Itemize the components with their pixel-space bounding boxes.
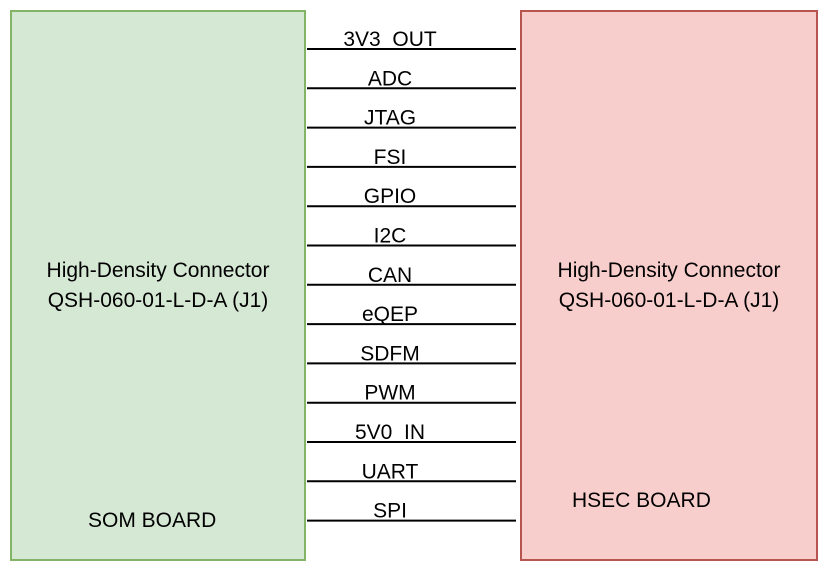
som-connector-label: High-Density Connector QSH-060-01-L-D-A … xyxy=(12,256,304,316)
signal-label-sdfm: SDFM xyxy=(360,342,420,365)
hsec-board: High-Density Connector QSH-060-01-L-D-A … xyxy=(520,10,818,561)
signal-label-uart: UART xyxy=(362,460,419,483)
signal-label-can: CAN xyxy=(368,264,412,287)
hsec-board-name: HSEC BOARD xyxy=(572,489,711,512)
signal-label-adc: ADC xyxy=(368,67,412,90)
signal-label-gpio: GPIO xyxy=(364,185,417,208)
hsec-connector-title: High-Density Connector xyxy=(557,259,781,282)
signal-label-spi: SPI xyxy=(373,500,407,523)
signal-label-3v3-out: 3V3_OUT xyxy=(343,28,437,51)
signal-label-jtag: JTAG xyxy=(364,107,416,130)
signal-label-fsi: FSI xyxy=(374,146,407,169)
signal-label-i2c: I2C xyxy=(374,225,407,248)
som-board: High-Density Connector QSH-060-01-L-D-A … xyxy=(10,10,306,561)
signal-label-eqep: eQEP xyxy=(362,303,418,326)
signal-label-5v0-in: 5V0_IN xyxy=(355,421,425,444)
hsec-connector-part: QSH-060-01-L-D-A (J1) xyxy=(558,289,780,312)
som-connector-title: High-Density Connector xyxy=(46,259,270,282)
som-connector-part: QSH-060-01-L-D-A (J1) xyxy=(47,289,269,312)
signal-label-pwm: PWM xyxy=(364,382,415,405)
hsec-connector-label: High-Density Connector QSH-060-01-L-D-A … xyxy=(522,256,816,316)
som-board-name: SOM BOARD xyxy=(88,509,217,532)
